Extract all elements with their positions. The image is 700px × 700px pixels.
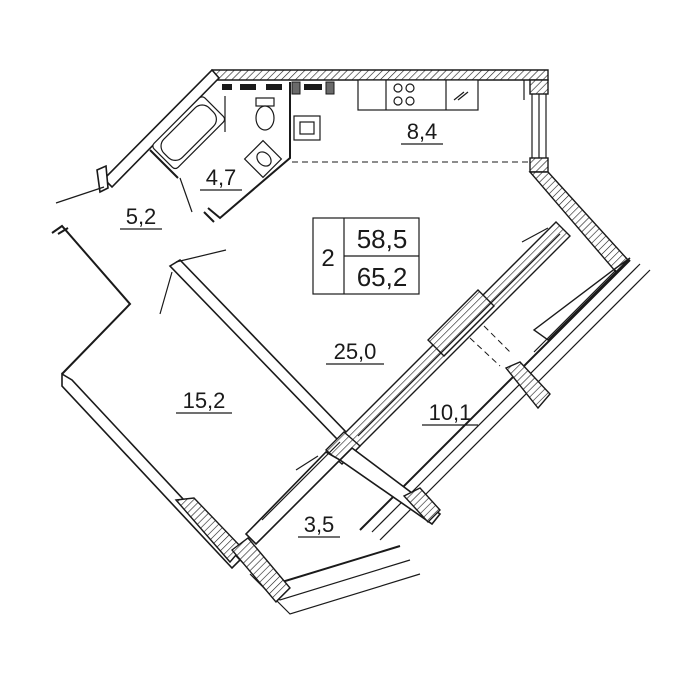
room-labels: 8,4 4,7 5,2 25,0 15,2 10,1 3,5 — [120, 119, 478, 538]
window-jamb-top — [529, 79, 549, 95]
apartment-summary-badge: 2 58,5 65,2 — [312, 217, 420, 295]
kitchen-sink-icon — [453, 91, 469, 101]
sink-icon — [243, 139, 283, 179]
bedroom-left-wall — [51, 224, 132, 375]
entrance-jamb — [96, 164, 109, 194]
total-area: 65,2 — [357, 262, 408, 292]
outer-walls — [51, 68, 629, 570]
balcony-divider — [504, 361, 551, 410]
living-pier — [427, 289, 495, 357]
entrance-door-swing — [55, 186, 105, 204]
room-label-balcony-large: 10,1 — [429, 400, 472, 425]
room-label-bathroom: 4,7 — [206, 165, 237, 190]
bath-door-swing — [179, 177, 193, 213]
rooms-count: 2 — [321, 245, 334, 272]
balcony-large — [338, 257, 651, 541]
kitchen-counter — [357, 79, 525, 111]
room-label-kitchen: 8,4 — [407, 119, 438, 144]
bedroom-hatched-wall — [174, 497, 243, 564]
upper-left-diagonal-wall — [102, 68, 221, 189]
top-wall — [211, 69, 549, 81]
stove-icon — [393, 83, 415, 106]
fridge-icon — [293, 115, 321, 141]
balcony-small-corner — [230, 537, 291, 604]
fixtures — [152, 79, 525, 179]
living-window-wall — [324, 221, 571, 465]
wall-cabinets-icon — [222, 81, 335, 95]
balcony-large-corner — [402, 487, 441, 524]
window-jamb-bottom — [529, 157, 549, 173]
room-label-hall: 5,2 — [126, 204, 157, 229]
balcony-small — [230, 441, 421, 615]
room-label-balcony-small: 3,5 — [304, 512, 335, 537]
bathroom-wall — [207, 82, 291, 220]
room-label-bedroom: 15,2 — [183, 388, 226, 413]
bedroom-door-swing — [159, 271, 173, 315]
room-label-living: 25,0 — [334, 339, 377, 364]
living-area: 58,5 — [357, 224, 408, 254]
interior-walls — [149, 82, 532, 442]
toilet-icon — [255, 97, 275, 131]
bathtub-icon — [152, 96, 226, 170]
